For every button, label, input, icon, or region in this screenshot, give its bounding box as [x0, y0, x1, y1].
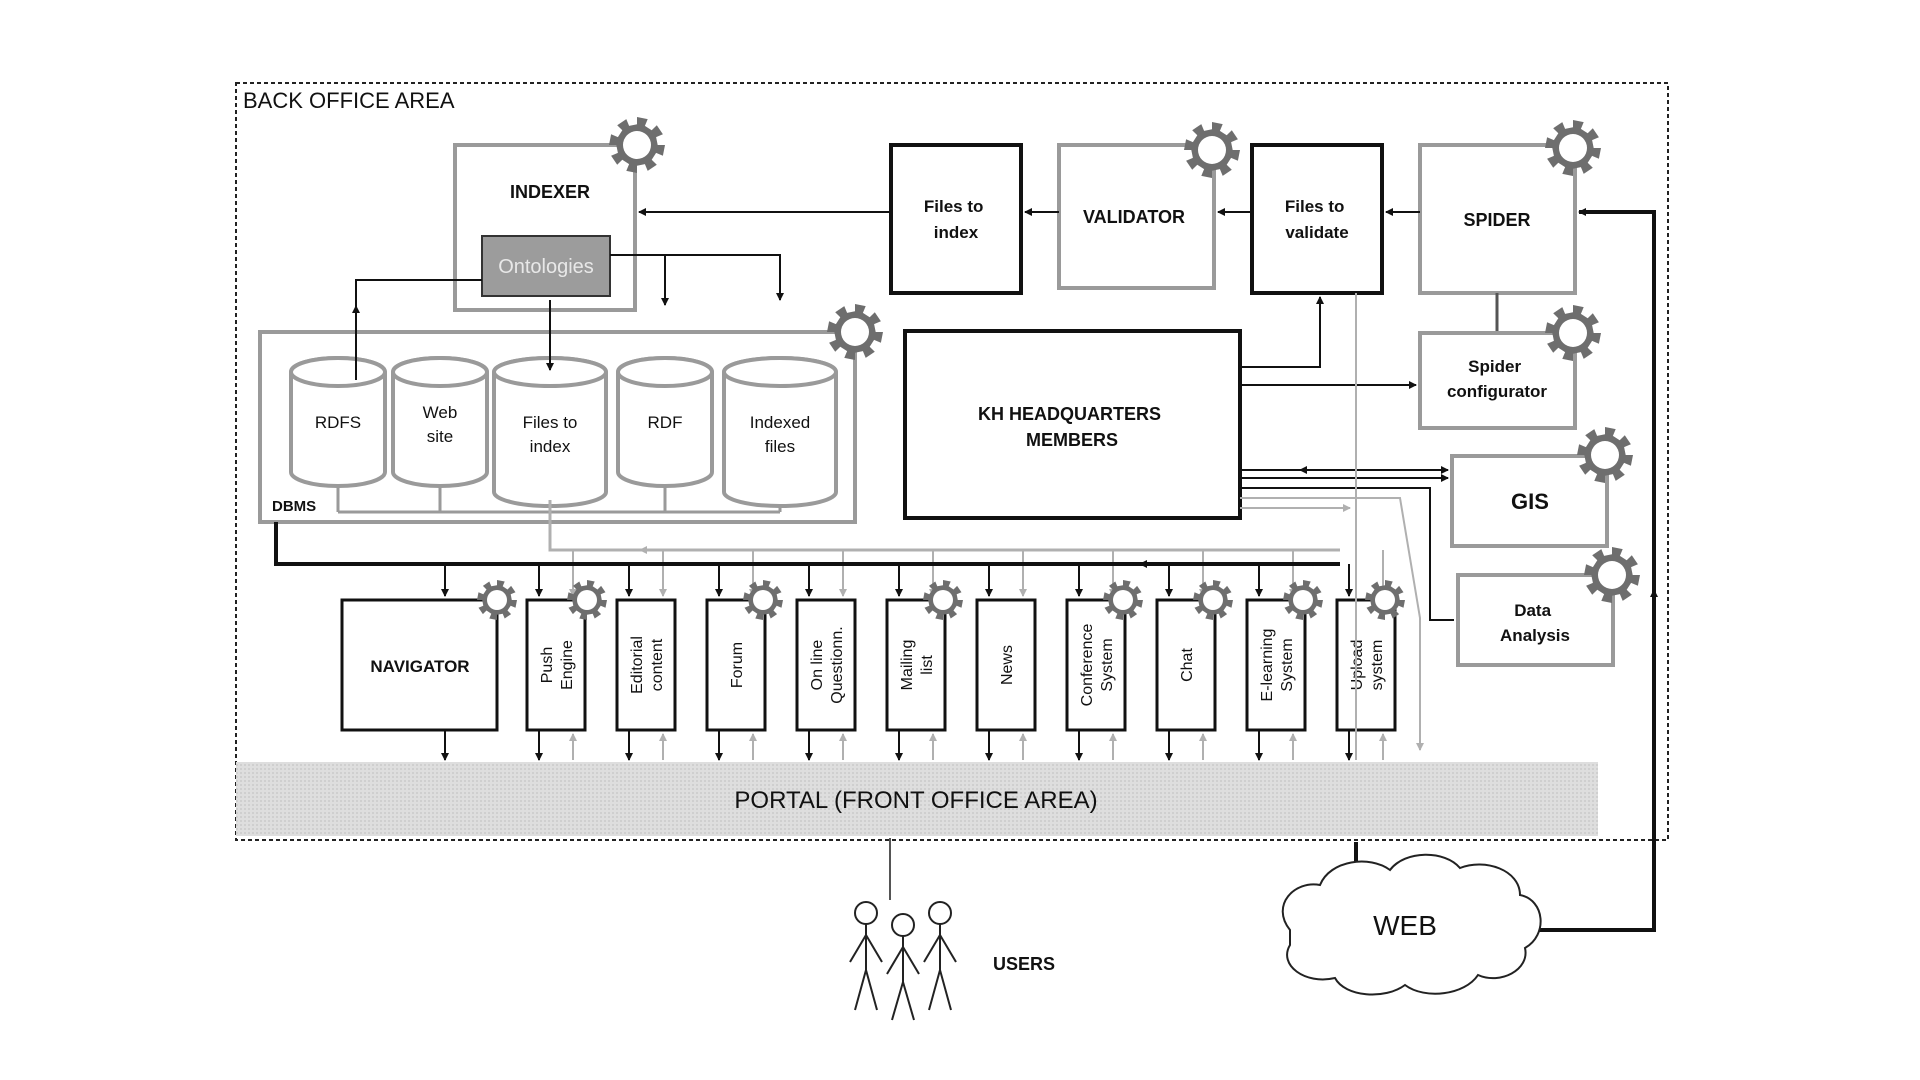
- data-analysis-box: [1456, 573, 1615, 667]
- portal-band: [236, 762, 1598, 836]
- dbms-label: DBMS: [272, 498, 316, 515]
- ontologies-label: Ontologies: [498, 256, 594, 278]
- database-cylinder: RDFS: [289, 356, 387, 512]
- validator-box: [1057, 143, 1216, 290]
- navigator-box: [340, 598, 499, 732]
- gear-icon: [477, 580, 517, 620]
- gear-group: [477, 117, 1640, 620]
- files-to-validate-box: [1250, 143, 1384, 295]
- ontologies-box: [481, 235, 611, 297]
- module-label: Chat: [1179, 648, 1196, 682]
- gear-icon: [1184, 122, 1240, 178]
- portal-module: News: [975, 550, 1037, 761]
- gis-box: [1450, 454, 1609, 548]
- gear-icon: [743, 580, 783, 620]
- spider-configurator-label: Spider configurator: [1447, 357, 1547, 401]
- validator-label: VALIDATOR: [1083, 207, 1185, 227]
- gear-icon: [1545, 120, 1601, 176]
- portal-module: Forum: [705, 550, 767, 761]
- gear-icon: [923, 580, 963, 620]
- web-label: WEB: [1373, 910, 1437, 941]
- module-label: Forum: [729, 642, 746, 688]
- gear-icon: [567, 580, 607, 620]
- gear-icon: [1584, 547, 1640, 603]
- database-label: RDFS: [315, 413, 361, 432]
- users-label: USERS: [993, 954, 1055, 974]
- gear-icon: [1545, 305, 1601, 361]
- navigator-label: NAVIGATOR: [370, 657, 469, 676]
- gear-icon: [1283, 580, 1323, 620]
- spider-label: SPIDER: [1463, 210, 1530, 230]
- data-analysis-label: Data Analysis: [1500, 601, 1570, 645]
- gis-label: GIS: [1511, 489, 1549, 514]
- gear-icon: [1577, 427, 1633, 483]
- portal-label: PORTAL (FRONT OFFICE AREA): [734, 787, 1097, 814]
- gear-icon: [1103, 580, 1143, 620]
- connector-lines: [274, 208, 1658, 932]
- gear-icon: [609, 117, 665, 173]
- gear-icon: [1193, 580, 1233, 620]
- gear-icon: [1365, 580, 1405, 620]
- database-cylinder: RDF: [616, 356, 714, 512]
- indexer-label: INDEXER: [510, 182, 590, 202]
- files-to-index-label: Files to index: [924, 197, 988, 242]
- dbms-box: [258, 330, 857, 524]
- kh-headquarters-label: KH HEADQUARTERS MEMBERS: [978, 404, 1166, 450]
- spider-configurator-box: [1418, 331, 1577, 430]
- kh-headquarters-box: [903, 329, 1242, 520]
- gear-icon: [827, 304, 883, 360]
- users-icon: [849, 901, 957, 1021]
- portal-module: Chat: [1155, 550, 1217, 761]
- spider-box: [1418, 143, 1577, 295]
- files-to-validate-label: Files to validate: [1285, 197, 1349, 242]
- web-cloud: [1281, 853, 1542, 996]
- files-to-index-box: [889, 143, 1023, 295]
- database-label: RDF: [648, 413, 683, 432]
- module-label: News: [999, 645, 1016, 685]
- back-office-area: [235, 82, 1669, 841]
- back-office-label: BACK OFFICE AREA: [243, 88, 455, 113]
